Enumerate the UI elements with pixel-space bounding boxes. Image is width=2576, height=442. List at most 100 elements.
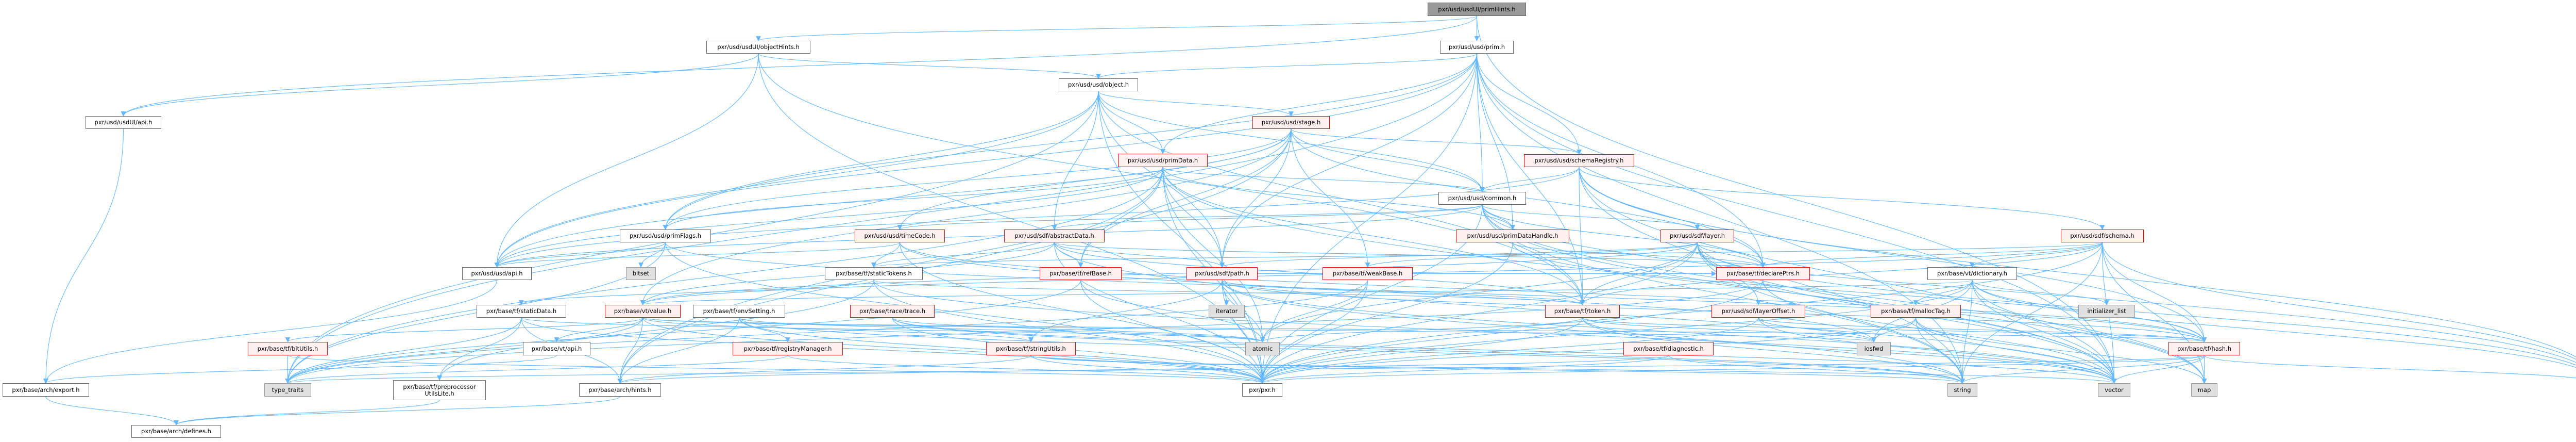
- edge-object-to-prim-flags: [663, 91, 1099, 230]
- edge-stage-to-value: [640, 128, 1292, 305]
- node-usd-uiapi[interactable]: pxr/usd/usdUI/api.h: [86, 116, 161, 129]
- edge-schema-to-map: [2102, 242, 2207, 384]
- edge-common-to-vector: [1482, 204, 2117, 384]
- edge-abstract-data-to-declare-ptrs: [1054, 242, 1766, 268]
- node-path[interactable]: pxr/usd/sdf/path.h: [1187, 267, 1258, 280]
- edge-object-hints-to-usd-api: [494, 53, 759, 268]
- edge-ref-base-to-atomic: [1080, 280, 1265, 342]
- node-hash[interactable]: pxr/base/tf/hash.h: [2168, 342, 2240, 355]
- edge-vt-api-to-export: [43, 355, 557, 384]
- node-bit-utils[interactable]: pxr/base/tf/bitUtils.h: [248, 342, 328, 355]
- node-prim-hints[interactable]: pxr/usd/usdUI/primHints.h: [1428, 3, 1526, 16]
- edge-prim-data-to-type-traits: [285, 167, 1163, 384]
- edge-env-setting-to-atomic: [738, 317, 1265, 342]
- edge-common-to-abstract-data: [1052, 204, 1483, 230]
- node-schema-registry[interactable]: pxr/usd/usd/schemaRegistry.h: [1524, 154, 1634, 167]
- edge-stage-to-schema-registry: [1291, 128, 1582, 155]
- edge-prim-data-to-prim-data-handle: [1162, 167, 1515, 230]
- node-object[interactable]: pxr/usd/usd/object.h: [1059, 78, 1138, 91]
- node-iosfwd[interactable]: iosfwd: [1857, 342, 1891, 355]
- edge-static-tokens-to-token: [873, 280, 1585, 305]
- edge-declare-ptrs-to-type-traits: [285, 280, 1764, 384]
- node-static-tokens[interactable]: pxr/base/tf/staticTokens.h: [825, 267, 923, 280]
- node-map[interactable]: map: [2191, 383, 2217, 397]
- node-declare-ptrs[interactable]: pxr/base/tf/declarePtrs.h: [1716, 267, 1810, 280]
- edge-prim-data-to-atomic: [1162, 167, 1265, 342]
- edge-bit-utils-to-pxr: [287, 355, 1265, 384]
- edge-dictionary-to-memory: [1972, 280, 2576, 368]
- edge-dictionary-to-init-list: [1972, 280, 2109, 305]
- node-value[interactable]: pxr/base/vt/value.h: [605, 305, 681, 318]
- edge-object-to-stage: [1098, 91, 1294, 117]
- node-atomic[interactable]: atomic: [1245, 342, 1280, 355]
- edge-prim-data-to-ref-base: [1078, 167, 1163, 268]
- node-type-traits[interactable]: type_traits: [264, 383, 311, 397]
- node-iterator[interactable]: iterator: [1209, 305, 1245, 318]
- edge-string-utils-to-vector: [1030, 355, 2116, 384]
- edge-trace-to-vector: [892, 317, 2117, 384]
- node-prim[interactable]: pxr/usd/usd/prim.h: [1440, 41, 1514, 54]
- node-ref-base[interactable]: pxr/base/tf/refBase.h: [1040, 267, 1122, 280]
- node-defines[interactable]: pxr/base/arch/defines.h: [131, 425, 221, 438]
- edge-schema-to-static-tokens: [871, 242, 2103, 268]
- node-trace[interactable]: pxr/base/trace/trace.h: [850, 305, 935, 318]
- node-time-code[interactable]: pxr/usd/usd/timeCode.h: [855, 230, 945, 242]
- node-layer-offset[interactable]: pxr/usd/sdf/layerOffset.h: [1711, 305, 1805, 318]
- node-stage[interactable]: pxr/usd/usd/stage.h: [1252, 116, 1330, 129]
- node-token[interactable]: pxr/base/tf/token.h: [1545, 305, 1620, 318]
- edge-weak-base-to-atomic: [1260, 280, 1368, 342]
- edge-value-to-string-utils: [642, 317, 1033, 342]
- node-env-setting[interactable]: pxr/base/tf/envSetting.h: [693, 305, 785, 318]
- edge-time-code-to-usd-api: [494, 242, 901, 268]
- edge-prim-to-prim-data: [1160, 53, 1478, 154]
- node-vector[interactable]: vector: [2098, 383, 2130, 397]
- node-hints[interactable]: pxr/base/arch/hints.h: [579, 383, 661, 397]
- node-object-hints[interactable]: pxr/usd/usdUI/objectHints.h: [706, 41, 810, 54]
- node-weak-base[interactable]: pxr/base/tf/weakBase.h: [1323, 267, 1413, 280]
- node-malloc-tag[interactable]: pxr/base/tf/mallocTag.h: [1871, 305, 1961, 318]
- node-preproc[interactable]: pxr/base/tf/preprocessor UtilsLite.h: [393, 380, 486, 400]
- node-pxr[interactable]: pxr/pxr.h: [1242, 383, 1282, 397]
- edge-common-to-time-code: [897, 204, 1483, 230]
- node-prim-data-handle[interactable]: pxr/usd/usd/primDataHandle.h: [1456, 230, 1569, 242]
- node-string[interactable]: string: [1947, 383, 1977, 397]
- node-registry-manager[interactable]: pxr/base/tf/registryManager.h: [733, 342, 843, 355]
- node-layer[interactable]: pxr/usd/sdf/layer.h: [1660, 230, 1734, 242]
- edge-value-to-vt-api: [554, 317, 643, 342]
- node-export[interactable]: pxr/base/arch/export.h: [3, 383, 89, 397]
- edge-prim-flags-to-pxr: [665, 242, 1265, 384]
- edge-malloc-tag-to-string: [1915, 317, 1965, 384]
- edge-schema-registry-to-schema: [1579, 167, 2105, 230]
- edge-layer-to-value: [640, 242, 1698, 305]
- edge-prim-to-vector: [1476, 53, 2117, 384]
- edge-env-setting-to-hints: [617, 317, 740, 384]
- edge-preproc-to-defines: [174, 400, 440, 425]
- edge-diagnostic-to-pxr: [1260, 355, 1669, 384]
- edge-object-to-usd-api: [494, 91, 1099, 268]
- node-static-data[interactable]: pxr/base/tf/staticData.h: [477, 305, 566, 318]
- edge-schema-to-token: [1580, 242, 2103, 305]
- node-vt-api[interactable]: pxr/base/vt/api.h: [523, 342, 590, 355]
- edge-prim-hints-to-vector: [1476, 15, 2117, 384]
- node-usd-api[interactable]: pxr/usd/usd/api.h: [462, 267, 532, 280]
- node-dictionary[interactable]: pxr/base/vt/dictionary.h: [1927, 267, 2017, 280]
- edge-layer-offset-to-vector: [1758, 317, 2117, 384]
- edge-value-to-iosfwd: [642, 317, 1876, 342]
- node-prim-data[interactable]: pxr/usd/usd/primData.h: [1118, 154, 1208, 167]
- node-string-utils[interactable]: pxr/base/tf/stringUtils.h: [986, 342, 1076, 355]
- edge-malloc-tag-to-vector: [1915, 317, 2117, 384]
- node-common[interactable]: pxr/usd/usd/common.h: [1438, 192, 1526, 205]
- edge-stage-to-common: [1291, 128, 1485, 192]
- edge-token-to-string: [1582, 317, 1965, 384]
- edge-token-to-iosfwd: [1582, 317, 1876, 342]
- node-schema[interactable]: pxr/usd/sdf/schema.h: [2061, 230, 2144, 242]
- edge-prim-to-usd-api: [494, 53, 1478, 268]
- edge-trace-to-atomic: [892, 317, 1265, 342]
- node-abstract-data[interactable]: pxr/usd/sdf/abstractData.h: [1004, 230, 1105, 242]
- node-init-list[interactable]: initializer_list: [2078, 305, 2135, 318]
- node-prim-flags[interactable]: pxr/usd/usd/primFlags.h: [620, 230, 711, 242]
- node-diagnostic[interactable]: pxr/base/tf/diagnostic.h: [1623, 342, 1714, 355]
- edge-abstract-data-to-static-tokens: [871, 242, 1055, 268]
- edge-value-to-pxr: [642, 317, 1265, 384]
- node-bitset[interactable]: bitset: [626, 267, 656, 280]
